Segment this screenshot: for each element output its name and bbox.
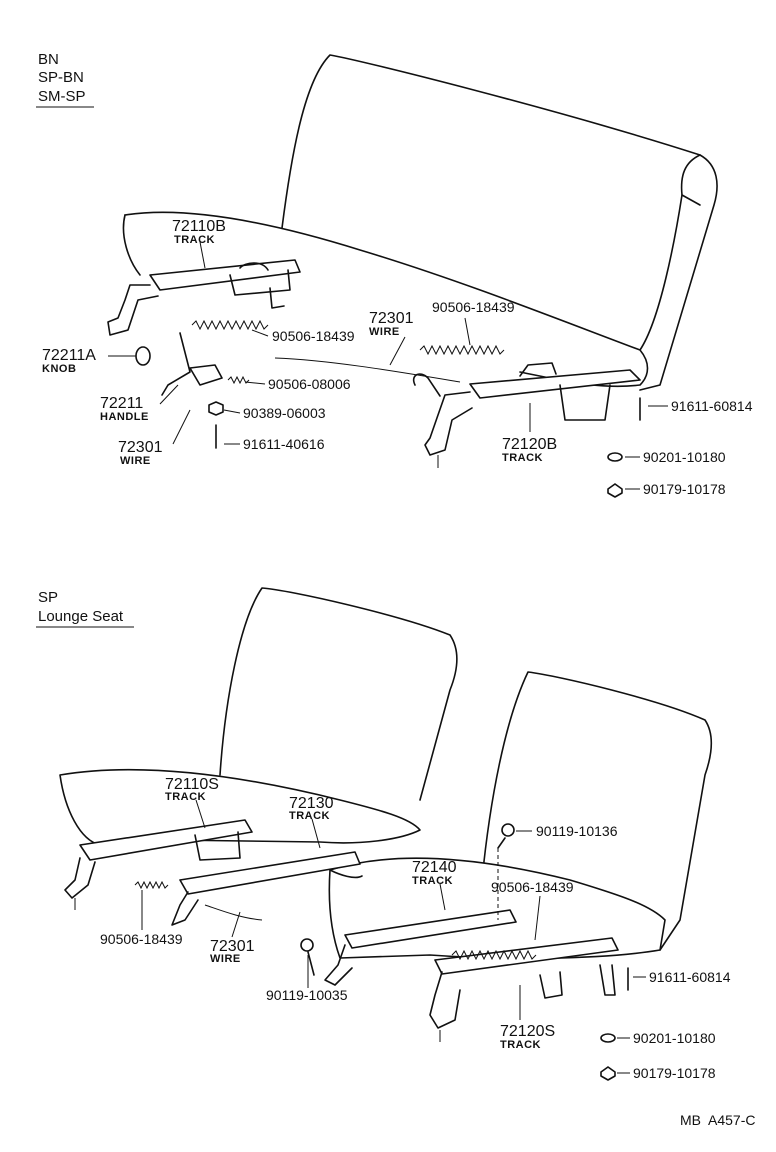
svg-text:TRACK: TRACK — [165, 791, 206, 803]
callout-72110S: 72110S TRACK — [165, 776, 219, 803]
svg-text:72140: 72140 — [412, 859, 457, 876]
svg-text:72211A: 72211A — [42, 347, 96, 364]
svg-text:TRACK: TRACK — [412, 875, 453, 887]
svg-text:HANDLE: HANDLE — [100, 411, 149, 423]
svg-text:72110S: 72110S — [165, 776, 219, 793]
leader-lines — [108, 241, 668, 1074]
variant-label-2: SP-BN — [38, 69, 84, 86]
callout-90506-18439-right: 90506-18439 — [432, 299, 515, 315]
svg-text:TRACK: TRACK — [500, 1039, 541, 1051]
callout-90179-10178-bottom: 90179-10178 — [633, 1065, 716, 1081]
svg-text:72301: 72301 — [210, 938, 255, 955]
svg-text:TRACK: TRACK — [174, 234, 215, 246]
callout-72301-wire-left: 72301 WIRE — [118, 439, 163, 467]
svg-text:KNOB: KNOB — [42, 363, 76, 375]
callout-72110B: 72110B TRACK — [172, 218, 226, 246]
callout-72130: 72130 TRACK — [289, 795, 334, 822]
svg-text:WIRE: WIRE — [210, 953, 241, 965]
svg-text:72301: 72301 — [118, 439, 163, 456]
callout-91611-60814-bottom: 91611-60814 — [649, 969, 731, 985]
svg-text:72120B: 72120B — [502, 436, 557, 453]
bench-seat-drawing — [107, 54, 718, 498]
callout-72120B: 72120B TRACK — [502, 436, 557, 464]
svg-text:TRACK: TRACK — [502, 452, 543, 464]
callout-90506-18439-mid: 90506-18439 — [491, 879, 574, 895]
svg-text:72211: 72211 — [100, 395, 143, 412]
callout-90506-18439-left: 90506-18439 — [100, 931, 183, 947]
variant-label-1: BN — [38, 51, 59, 68]
callout-90506-18439-center: 90506-18439 — [272, 328, 355, 344]
callout-90201-10180-top: 90201-10180 — [643, 449, 726, 465]
callout-90179-10178-top: 90179-10178 — [643, 481, 726, 497]
callout-72120S: 72120S TRACK — [500, 1023, 555, 1051]
svg-text:72110B: 72110B — [172, 218, 226, 235]
callout-72301-wire: 72301 WIRE — [210, 938, 255, 965]
callout-72301-wire-main: 72301 WIRE — [369, 310, 414, 338]
lounge-seat-drawing — [59, 587, 713, 1081]
callout-90506-08006: 90506-08006 — [268, 376, 351, 392]
callout-91611-40616: 91611-40616 — [243, 436, 325, 452]
callout-72211-handle: 72211 HANDLE — [100, 395, 149, 423]
callout-90119-10035: 90119-10035 — [266, 987, 348, 1003]
svg-text:TRACK: TRACK — [289, 810, 330, 822]
variant-label-3: SM-SP — [38, 88, 86, 105]
svg-text:72120S: 72120S — [500, 1023, 555, 1040]
callout-90389-06003: 90389-06003 — [243, 405, 326, 421]
svg-text:WIRE: WIRE — [369, 326, 400, 338]
callout-91611-60814-top: 91611-60814 — [671, 398, 753, 414]
svg-text:72130: 72130 — [289, 795, 334, 812]
svg-text:WIRE: WIRE — [120, 455, 151, 467]
callout-90119-10136: 90119-10136 — [536, 823, 618, 839]
callout-90201-10180-bottom: 90201-10180 — [633, 1030, 716, 1046]
variant-label-sp: SP — [38, 589, 58, 606]
svg-text:72301: 72301 — [369, 310, 414, 327]
figure-code: MB A457-C — [680, 1112, 755, 1128]
callout-72140: 72140 TRACK — [412, 859, 457, 887]
callout-72211A-knob: 72211A KNOB — [42, 347, 96, 375]
variant-label-lounge: Lounge Seat — [38, 608, 124, 625]
